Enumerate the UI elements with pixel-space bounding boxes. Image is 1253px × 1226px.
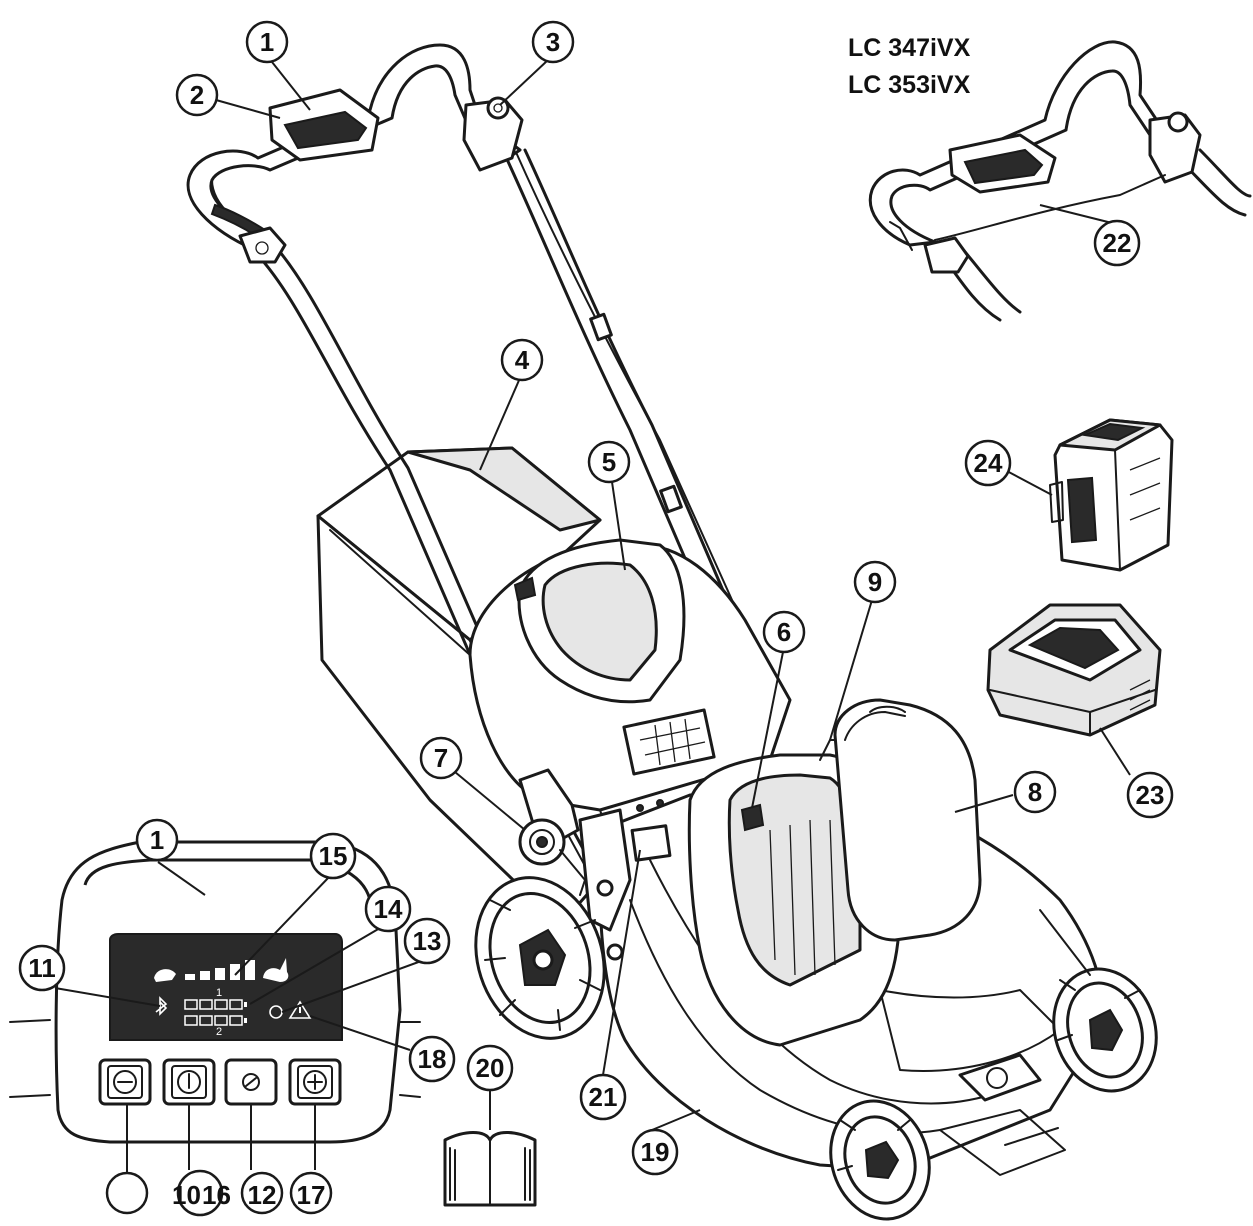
callout-14: 14 <box>364 885 412 933</box>
model-label-1: LC 347iVX <box>848 34 971 62</box>
motor-cover <box>468 538 792 841</box>
callout-21: 21 <box>579 1073 627 1121</box>
alt-handle <box>868 40 1252 322</box>
svg-text:17: 17 <box>297 1180 326 1210</box>
callout-4: 4 <box>500 338 544 382</box>
power-button-icon <box>177 1070 201 1094</box>
svg-text:13: 13 <box>413 926 442 956</box>
svg-text:24: 24 <box>974 448 1003 478</box>
svg-text:10: 10 <box>172 1180 201 1210</box>
svg-text:9: 9 <box>868 567 882 597</box>
svg-text:16: 16 <box>202 1180 231 1210</box>
handle-bar <box>186 43 524 264</box>
callout-7: 7 <box>419 736 463 780</box>
svg-text:15: 15 <box>319 841 348 871</box>
svg-text:6: 6 <box>777 617 791 647</box>
svg-text:14: 14 <box>374 894 403 924</box>
svg-text:1: 1 <box>150 825 164 855</box>
rabbit-icon <box>263 958 289 982</box>
svg-text:11: 11 <box>28 953 56 983</box>
svg-text:5: 5 <box>602 447 616 477</box>
callout-12: 12 <box>240 1171 284 1215</box>
rear-wheel-right <box>1052 967 1158 1093</box>
callout-22: 22 <box>1093 219 1141 267</box>
callout-3: 3 <box>531 20 575 64</box>
savemode-button[interactable] <box>224 1058 278 1106</box>
svg-text:23: 23 <box>1136 780 1165 810</box>
row-1-label: 1 <box>216 987 222 999</box>
warning-icon <box>288 1000 312 1019</box>
svg-text:18: 18 <box>418 1044 447 1074</box>
empty-callout <box>105 1171 149 1215</box>
row-2-label: 2 <box>216 1026 222 1038</box>
callout-15: 15 <box>309 832 357 880</box>
svg-text:2: 2 <box>190 80 204 110</box>
callout-6: 6 <box>762 610 806 654</box>
callout-1-panel: 1 <box>135 818 179 862</box>
callout-20: 20 <box>466 1044 514 1092</box>
callout-24: 24 <box>964 439 1012 487</box>
height-adjustment <box>518 768 586 896</box>
callout-1: 1 <box>245 20 289 64</box>
minus-button-icon <box>113 1070 137 1094</box>
leader-lines <box>54 59 1131 1170</box>
battery-indicator-1 <box>184 999 247 1010</box>
callout-18: 18 <box>408 1035 456 1083</box>
speed-bars-icon <box>185 960 255 980</box>
husqvarna-logo <box>958 1053 1042 1102</box>
callout-19: 19 <box>631 1128 679 1176</box>
svg-text:22: 22 <box>1103 228 1132 258</box>
svg-text:12: 12 <box>248 1180 277 1210</box>
svg-text:4: 4 <box>515 345 530 375</box>
turtle-icon <box>154 969 176 982</box>
svg-text:7: 7 <box>434 743 448 773</box>
callout-11: 11 <box>18 944 66 992</box>
callout-8: 8 <box>1013 770 1057 814</box>
callout-23: 23 <box>1126 771 1174 819</box>
svg-text:8: 8 <box>1028 777 1042 807</box>
callout-17: 17 <box>289 1171 333 1215</box>
callout-5: 5 <box>587 440 631 484</box>
callout-2: 2 <box>175 73 219 117</box>
callout-10-16: 10 16 <box>172 1169 231 1217</box>
battery-pack <box>1049 418 1174 572</box>
manual-book-icon <box>443 1088 537 1207</box>
plus-button-icon <box>303 1070 327 1094</box>
rear-wheel <box>474 876 606 1040</box>
savemode-button-icon <box>242 1073 260 1091</box>
callout-13: 13 <box>403 917 451 965</box>
mower-main <box>186 43 1158 1221</box>
front-wheel <box>829 1099 931 1221</box>
battery-lid <box>833 698 982 942</box>
svg-text:20: 20 <box>476 1053 505 1083</box>
svg-text:1: 1 <box>260 27 274 57</box>
model-label-2: LC 353iVX <box>848 71 971 99</box>
callout-9: 9 <box>853 560 897 604</box>
power-button[interactable] <box>162 1058 216 1106</box>
svg-text:21: 21 <box>589 1082 618 1112</box>
battery-charger <box>986 603 1162 737</box>
plus-button[interactable] <box>288 1058 342 1106</box>
control-panel-detail: 1 2 <box>9 840 421 1215</box>
svg-text:3: 3 <box>546 27 560 57</box>
battery-indicator-2 <box>184 1015 247 1026</box>
svg-text:19: 19 <box>641 1137 670 1167</box>
minus-button[interactable] <box>98 1058 152 1106</box>
